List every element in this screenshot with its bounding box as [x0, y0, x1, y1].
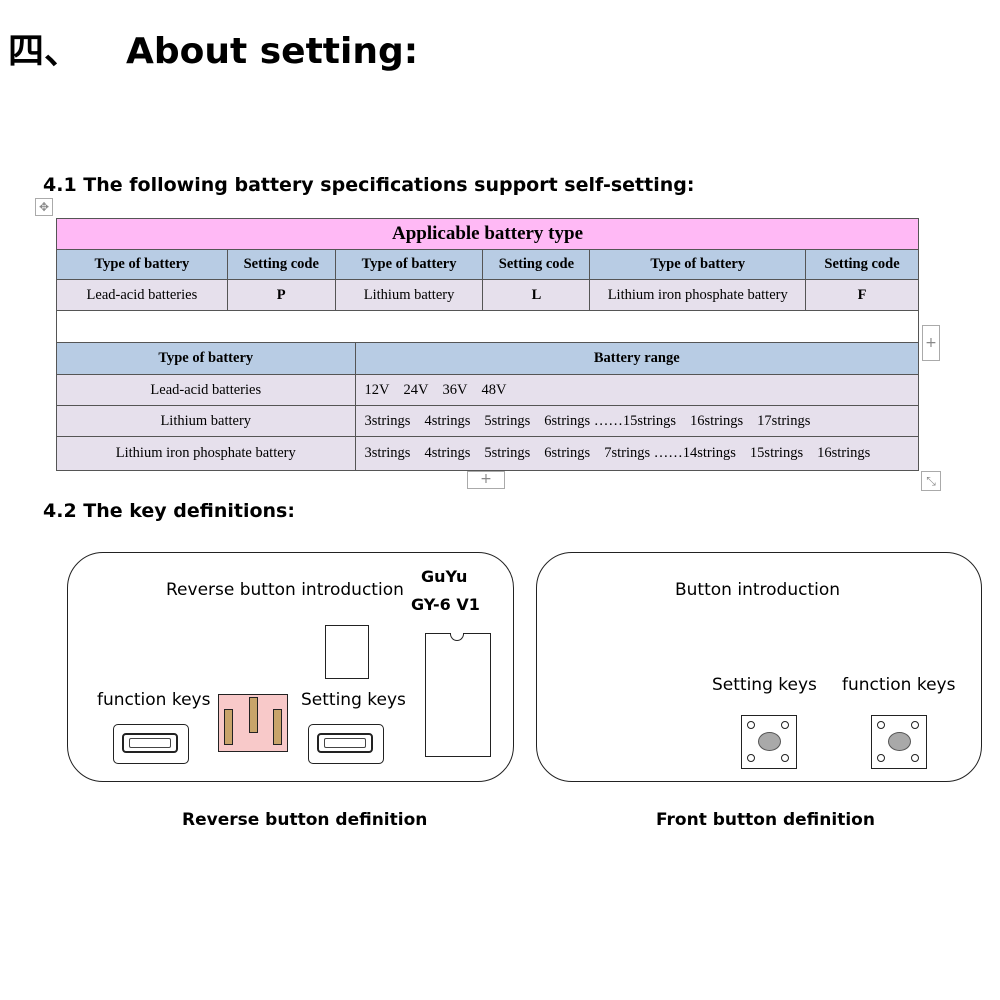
add-row-button[interactable]: + [467, 471, 505, 489]
table-header-row: Type of battery Setting code Type of bat… [56, 249, 919, 280]
table-cell: Lithium iron phosphate battery [589, 279, 807, 311]
section-4-2-title: 4.2 The key definitions: [43, 500, 295, 522]
range-value: 15strings [749, 445, 804, 461]
table-title: Applicable battery type [56, 218, 919, 250]
table-cell: L [482, 279, 591, 311]
battery-range-cell: 3strings 4strings 5strings 6strings 7strings… [354, 436, 920, 471]
function-key-button[interactable] [871, 715, 927, 769]
connector-icon [218, 694, 288, 752]
header-cell: Type of battery [334, 249, 484, 280]
function-keys-label: function keys [842, 675, 956, 695]
model-label: GY-6 V1 [411, 595, 480, 614]
range-value: 3strings [364, 445, 411, 461]
battery-type-cell: Lead-acid batteries [56, 374, 356, 406]
battery-range-table: Type of battery Battery range Lead-acid … [56, 342, 920, 471]
range-value: 12V [364, 381, 390, 398]
page-heading: 四、 About setting: [8, 22, 418, 74]
move-icon[interactable]: ✥ [35, 198, 53, 216]
range-value: 48V [481, 381, 507, 398]
header-cell: Setting code [482, 249, 591, 280]
range-value: 16strings [817, 445, 871, 461]
table-cell: Lithium battery [334, 279, 484, 311]
table-row: Lead-acid batteries P Lithium battery L … [56, 279, 919, 311]
table-row: Lead-acid batteries 12V 24V 36V 48V [56, 374, 920, 406]
header-cell: Setting code [805, 249, 919, 280]
table-cell: Lead-acid batteries [56, 279, 228, 311]
table-cell: F [805, 279, 919, 311]
header-cell: Type of battery [56, 342, 356, 375]
resize-icon[interactable]: ⤡ [921, 471, 941, 491]
range-value: 4strings [424, 445, 471, 461]
range-value: 5strings [484, 445, 531, 461]
header-cell: Setting code [226, 249, 336, 280]
table-cell: P [226, 279, 336, 311]
range-value: 5strings [484, 412, 531, 429]
reverse-caption: Reverse button definition [182, 810, 428, 830]
range-value: 36V [442, 381, 468, 398]
range-value: 7strings ……14strings [604, 445, 736, 461]
section-4-1-title: 4.1 The following battery specifications… [43, 174, 695, 196]
battery-type-table: Applicable battery type Type of battery … [56, 218, 919, 343]
setting-keys-label: Setting keys [712, 675, 817, 695]
header-cell: Type of battery [589, 249, 807, 280]
component-rect-icon [325, 625, 369, 679]
empty-row [56, 310, 919, 343]
front-caption: Front button definition [656, 810, 875, 830]
brand-label: GuYu [421, 567, 468, 586]
reverse-button-panel: Reverse button introduction GuYu GY-6 V1… [67, 552, 514, 782]
range-value: 4strings [424, 412, 471, 429]
setting-key-button[interactable] [308, 724, 384, 764]
front-intro-label: Button introduction [675, 580, 841, 600]
range-value: 24V [403, 381, 429, 398]
range-value: 3strings [364, 412, 411, 429]
header-cell: Battery range [354, 342, 920, 375]
setting-keys-label: Setting keys [301, 690, 406, 710]
setting-key-button[interactable] [741, 715, 797, 769]
heading-number: 四、 [8, 31, 81, 72]
add-column-button[interactable]: + [922, 325, 940, 361]
table-header-row: Type of battery Battery range [56, 342, 920, 375]
table-row: Lithium iron phosphate battery 3strings 4… [56, 436, 920, 471]
table-row: Lithium battery 3strings 4strings 5strings… [56, 405, 920, 437]
battery-range-cell: 3strings 4strings 5strings 6strings ……15str… [354, 405, 920, 437]
battery-range-cell: 12V 24V 36V 48V [354, 374, 920, 406]
reverse-intro-label: Reverse button introduction [166, 580, 404, 600]
range-value: 16strings [690, 412, 744, 429]
header-cell: Type of battery [56, 249, 228, 280]
range-value: 6strings ……15strings [544, 412, 676, 429]
chip-icon [425, 633, 491, 757]
heading-title: About setting: [126, 31, 419, 72]
range-value: 17strings [757, 412, 811, 429]
range-value: 6strings [544, 445, 591, 461]
front-button-panel: Button introduction Setting keys functio… [536, 552, 982, 782]
battery-type-cell: Lithium iron phosphate battery [56, 436, 356, 471]
function-key-button[interactable] [113, 724, 189, 764]
battery-type-cell: Lithium battery [56, 405, 356, 437]
function-keys-label: function keys [97, 690, 211, 710]
